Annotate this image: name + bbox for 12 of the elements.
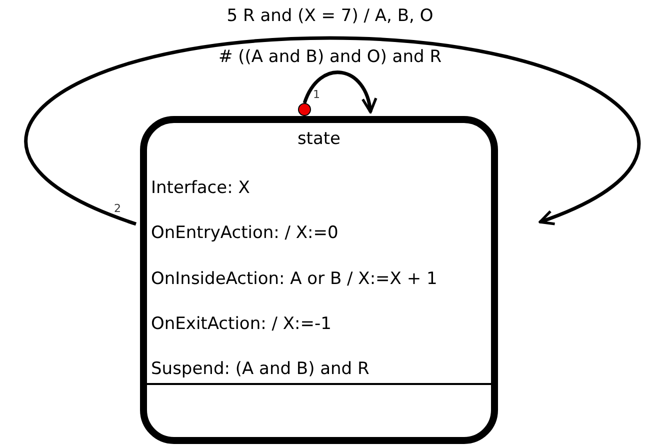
transition-arrow bbox=[302, 70, 376, 114]
state-field: Interface: X bbox=[151, 178, 250, 198]
state-field: OnInsideAction: A or B / X:=X + 1 bbox=[151, 269, 438, 289]
transition-number: 2 bbox=[114, 202, 121, 215]
state-field: OnEntryAction: / X:=0 bbox=[151, 223, 338, 243]
state-box bbox=[140, 116, 498, 444]
transition-number: 1 bbox=[313, 88, 320, 101]
initial-point bbox=[298, 103, 311, 116]
state-field: Suspend: (A and B) and R bbox=[151, 359, 370, 379]
transition-arrow bbox=[24, 36, 640, 226]
state-name: state bbox=[296, 129, 342, 149]
state-field: OnExitAction: / X:=-1 bbox=[151, 314, 332, 334]
